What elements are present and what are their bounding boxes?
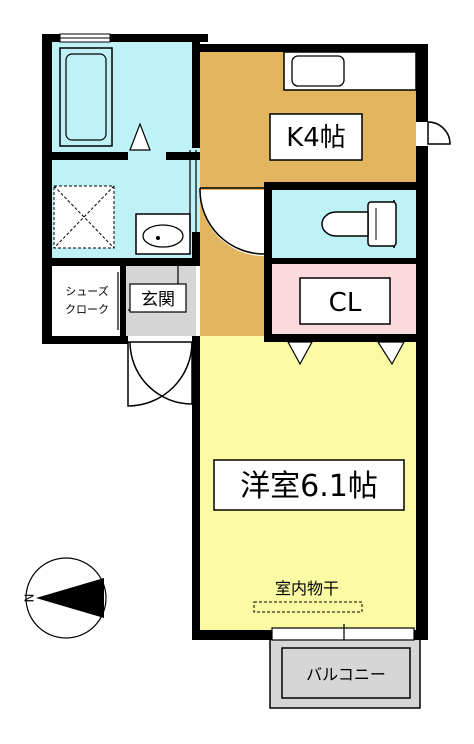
compass-needle-icon (36, 578, 104, 618)
toilet-tank (367, 201, 397, 247)
balcony-window (271, 627, 415, 641)
entrance-label: 玄関 (141, 290, 175, 310)
closet-door-left (286, 341, 314, 366)
entrance-label-box (129, 283, 187, 313)
compass-north-label: N (23, 594, 37, 603)
shoe-closet-label-2: クローク (65, 303, 109, 316)
closet-label-box (299, 277, 391, 325)
kitchen-label: K4帖 (286, 123, 346, 153)
sink (291, 55, 345, 87)
western-label-box (213, 459, 405, 511)
shoe-closet-label-1: シューズ (65, 284, 108, 298)
kitchen-door-swing (427, 121, 451, 145)
closet-door-right (376, 341, 406, 366)
closet-label: CL (329, 288, 362, 318)
compass: N (23, 557, 107, 639)
western-room-label: 洋室6.1帖 (240, 469, 378, 504)
drying-label: 室内物干 (275, 579, 339, 598)
bath-drain-triangle (129, 122, 151, 151)
kitchen-door-gap (416, 122, 428, 146)
balcony-rail (281, 647, 411, 699)
shoe-closet-floor (52, 266, 120, 336)
balcony-label: バルコニー (306, 665, 386, 684)
kitchen-label-box (269, 113, 363, 161)
entrance-door-swing (127, 341, 193, 407)
bathtub-basin (65, 53, 107, 141)
toilet-bowl (321, 211, 369, 237)
drying-rail (253, 601, 363, 613)
